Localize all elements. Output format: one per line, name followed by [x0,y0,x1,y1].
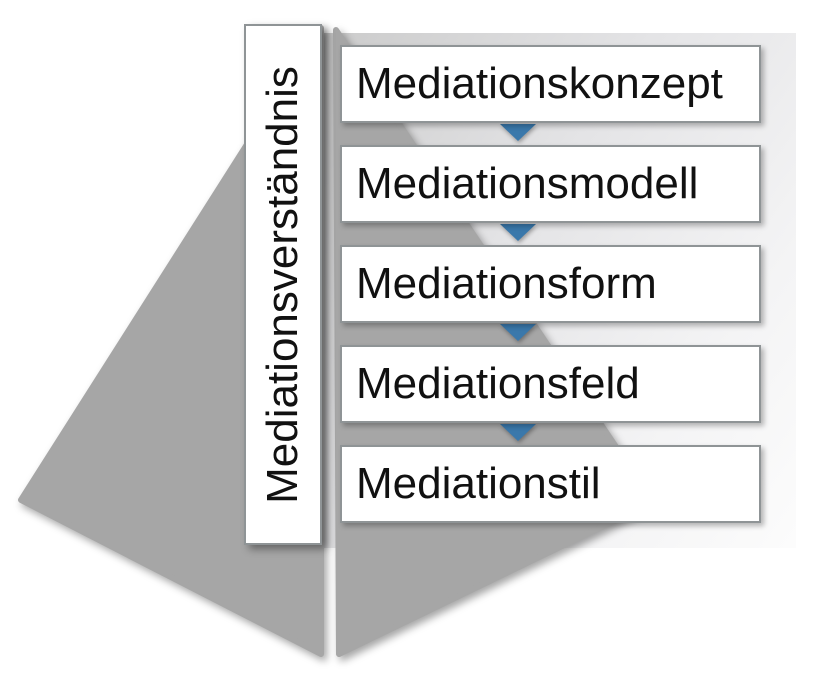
level-box-mediationsform: Mediationsform [340,245,761,323]
level-box-mediationskonzept: Mediationskonzept [340,45,761,123]
down-arrow-icon [500,324,536,341]
level-box-mediationstil: Mediationstil [340,445,761,523]
vertical-label-box: Mediationsverständnis [244,24,322,545]
level-label: Mediationsfeld [356,359,640,408]
vertical-label: Mediationsverständnis [258,65,307,504]
level-box-mediationsmodell: Mediationsmodell [340,145,761,223]
level-box-mediationsfeld: Mediationsfeld [340,345,761,423]
funnel-right-shape [333,27,656,657]
level-label: Mediationskonzept [356,59,723,108]
down-arrow-icon [500,224,536,241]
down-arrow-icon [500,124,536,141]
down-arrow-icon [500,424,536,441]
level-label: Mediationsform [356,259,657,308]
level-label: Mediationstil [356,459,601,508]
level-label: Mediationsmodell [356,159,699,208]
